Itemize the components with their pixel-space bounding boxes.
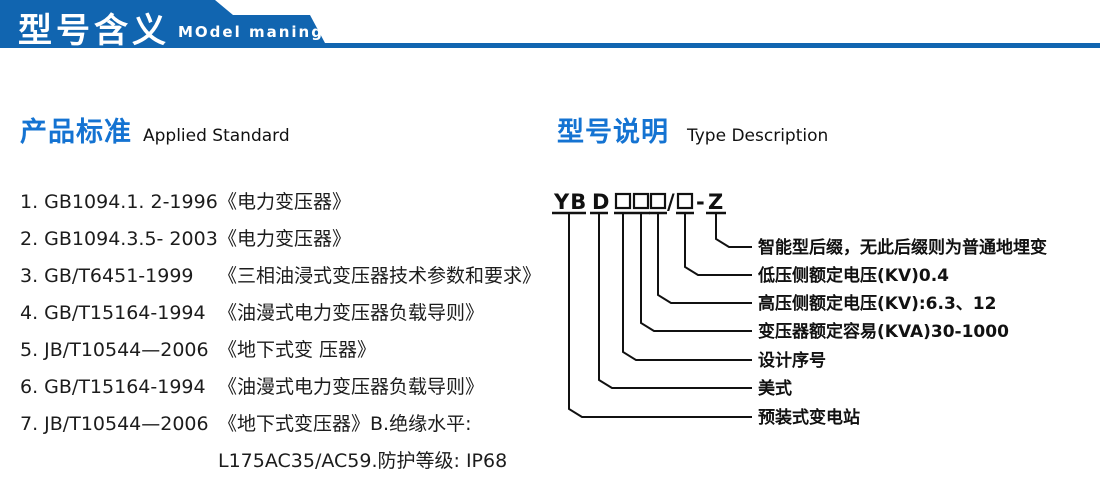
standard-item: 6. GB/T15164-1994 《油漫式电力变压器负载导则》 [20, 369, 540, 406]
applied-standard-heading-en: Applied Standard [143, 126, 290, 146]
standard-title: 《地下式变压器》B.绝缘水平: [218, 413, 472, 435]
standard-item: 1. GB1094.1. 2-1996 《电力变压器》 [20, 184, 540, 221]
model-code-diagram-svg: YB D / - Z 智能型后缀，无此后缀则为普 [552, 190, 1047, 428]
standard-code: 5. JB/T10544—2006 [20, 339, 209, 361]
connector-prefix-yb [568, 214, 752, 418]
model-code-dash: - [696, 190, 705, 214]
standard-title: 《电力变压器》 [218, 191, 352, 213]
type-description-heading-cn: 型号说明 [557, 117, 669, 148]
standard-code: 3. GB/T6451-1999 [20, 265, 194, 287]
standard-code: 2. GB1094.3.5- 2003 [20, 228, 218, 250]
connector-capacity-box [640, 214, 752, 332]
standard-item: 2. GB1094.3.5- 2003 《电力变压器》 [20, 221, 540, 258]
model-code-diagram: YB D / - Z 智能型后缀，无此后缀则为普 [540, 183, 1100, 443]
standard-code: 1. GB1094.1. 2-1996 [20, 191, 218, 213]
applied-standard-heading: 产品标准 Applied Standard [20, 110, 290, 149]
standard-title: 《电力变压器》 [218, 228, 352, 250]
standard-title: 《油漫式电力变压器负载导则》 [218, 376, 485, 398]
label-american-style: 美式 [758, 378, 792, 399]
standard-item-continuation: L175AC35/AC59.防护等级: IP68 [218, 450, 508, 472]
label-design-serial: 设计序号 [758, 350, 826, 371]
standard-title: 《油漫式电力变压器负载导则》 [218, 302, 485, 324]
page-subtitle: MOdel maning [178, 23, 324, 41]
type-description-heading: 型号说明 Type Description [557, 110, 828, 149]
label-hv-voltage: 高压侧额定电压(KV):6.3、12 [758, 293, 996, 314]
connector-style-d [598, 214, 752, 389]
model-code-prefix: YB [553, 190, 587, 214]
model-code-suffix: Z [708, 190, 723, 214]
connector-lv-box [684, 214, 752, 276]
standard-code: 6. GB/T15164-1994 [20, 376, 206, 398]
header-banner: 型号含义 MOdel maning [0, 0, 1100, 51]
banner-shape [0, 0, 1100, 48]
label-lv-voltage: 低压侧额定电压(KV)0.4 [757, 265, 949, 286]
connector-lines [568, 214, 752, 418]
model-code-style-letter: D [592, 190, 609, 214]
standard-item: 5. JB/T10544—2006 《地下式变 压器》 [20, 332, 540, 369]
label-rated-capacity: 变压器额定容易(KVA)30-1000 [758, 321, 1009, 342]
standards-list: 1. GB1094.1. 2-1996 《电力变压器》 2. GB1094.3.… [20, 184, 542, 480]
standard-code: 7. JB/T10544—2006 [20, 413, 209, 435]
connector-hv-box [657, 214, 752, 304]
standard-title: 《三相油浸式变压器技术参数和要求》 [218, 265, 542, 287]
connector-design-box [622, 214, 752, 361]
standard-item: 7. JB/T10544—2006 《地下式变压器》B.绝缘水平: [20, 406, 540, 443]
standard-item: 4. GB/T15164-1994 《油漫式电力变压器负载导则》 [20, 295, 540, 332]
applied-standard-heading-cn: 产品标准 [20, 117, 132, 148]
label-smart-suffix: 智能型后缀，无此后缀则为普通地埋变 [758, 237, 1047, 258]
standard-item: 3. GB/T6451-1999 《三相油浸式变压器技术参数和要求》 [20, 258, 542, 295]
standard-code: 4. GB/T15164-1994 [20, 302, 206, 324]
connector-suffix-z [715, 214, 752, 248]
model-code-slash: / [667, 190, 675, 214]
label-prefab-substation: 预装式变电站 [758, 407, 860, 428]
standard-title: 《地下式变 压器》 [218, 339, 377, 361]
banner-polygon [0, 0, 1100, 48]
page-title: 型号含义 [18, 11, 170, 51]
model-digit-box-4 [676, 192, 694, 210]
model-digit-box-3 [649, 192, 667, 210]
model-digit-box-2 [632, 192, 650, 210]
model-digit-box-1 [614, 192, 632, 210]
type-description-heading-en: Type Description [687, 126, 829, 146]
